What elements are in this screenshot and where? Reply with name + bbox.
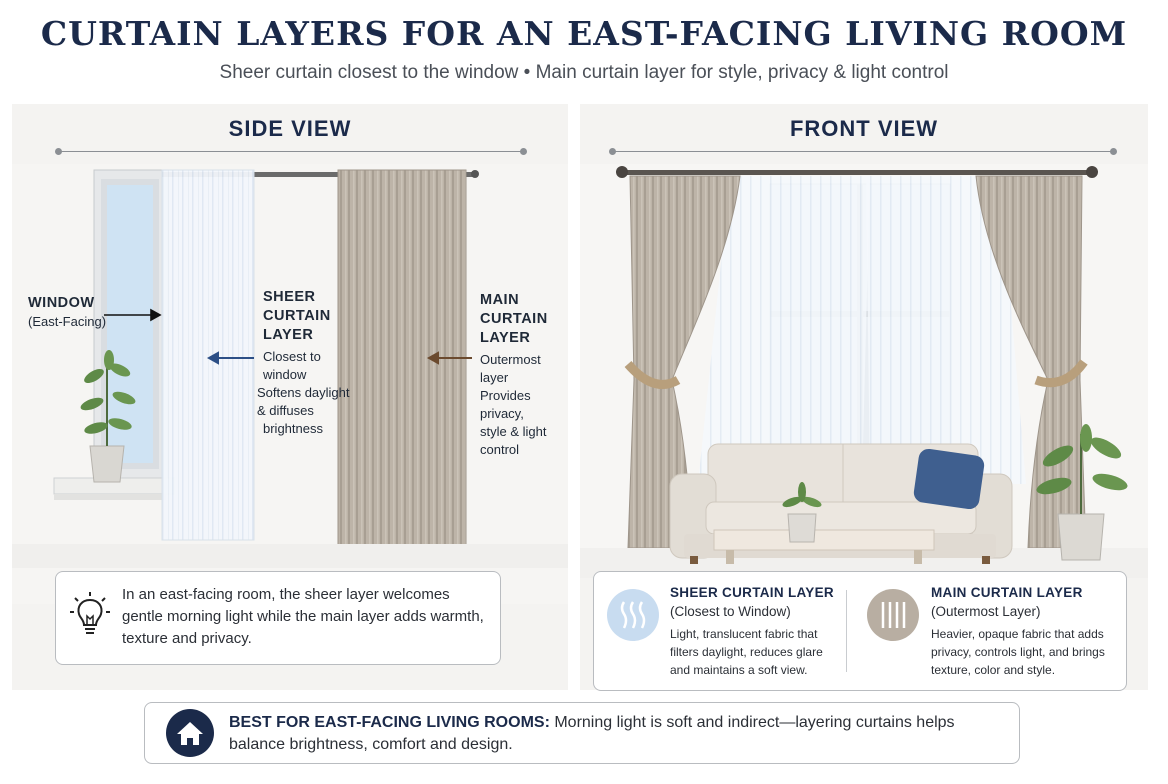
sheer-desc-line: brightness — [263, 421, 323, 436]
main-card-title: MAIN CURTAIN LAYER — [931, 585, 1083, 600]
sheer-card-desc-line: Light, translucent fabric that — [670, 627, 818, 641]
lightbulb-icon — [70, 592, 110, 634]
front-curtain-rod — [622, 170, 1090, 175]
wavy-lines-icon — [607, 589, 659, 641]
window-label-title: WINDOW — [28, 295, 95, 311]
vertical-lines-icon — [867, 589, 919, 641]
table-plant-icon — [782, 482, 822, 543]
sheer-card-title: SHEER CURTAIN LAYER — [670, 585, 834, 600]
sheer-card-sub: (Closest to Window) — [670, 604, 791, 619]
main-card-desc: Heavier, opaque fabric that adds privacy… — [931, 625, 1121, 679]
main-label-line: LAYER — [480, 330, 531, 346]
house-icon — [166, 709, 214, 757]
page-subtitle: Sheer curtain closest to the window • Ma… — [219, 62, 949, 83]
front-view-title: FRONT VIEW — [789, 116, 939, 141]
bottom-text-line1: Morning light is soft and indirect—layer… — [549, 714, 955, 731]
sheer-label: SHEER CURTAIN LAYER Closest to window So… — [257, 288, 353, 438]
pillow — [913, 448, 985, 510]
bottom-text-line2: balance brightness, comfort and design. — [229, 736, 513, 753]
coffee-table — [713, 529, 935, 551]
main-desc-line: Outermost — [480, 352, 541, 367]
floor-plant-icon — [1036, 424, 1128, 561]
sheer-card-desc-line: filters daylight, reduces glare — [670, 645, 823, 659]
main-card-sub: (Outermost Layer) — [931, 604, 1041, 619]
main-card-desc-line: texture, color and style. — [931, 663, 1056, 677]
front-view-rule — [609, 148, 1117, 155]
front-sheer-left — [698, 176, 870, 484]
sheer-card-desc-line: and maintains a soft view. — [670, 663, 808, 677]
side-view-illustration — [12, 164, 568, 604]
bottom-text: BEST FOR EAST-FACING LIVING ROOMS: Morni… — [229, 712, 999, 756]
card-divider — [846, 590, 847, 672]
window-arrow — [104, 308, 162, 322]
side-view-note-text: In an east-facing room, the sheer layer … — [122, 584, 492, 650]
main-label-line: MAIN — [480, 292, 520, 308]
sheer-card-desc: Light, translucent fabric that filters d… — [670, 625, 850, 679]
bottom-banner: BEST FOR EAST-FACING LIVING ROOMS: Morni… — [144, 702, 1020, 764]
main-desc-line: Provides privacy, — [480, 388, 531, 421]
main-card-desc-line: privacy, controls light, and brings — [931, 645, 1105, 659]
window-label: WINDOW (East-Facing) — [28, 294, 106, 331]
side-view-rule — [55, 148, 527, 155]
sheer-arrow — [206, 351, 254, 365]
sheer-desc-line: Softens daylight — [257, 385, 350, 400]
sheer-curtain — [161, 169, 255, 541]
window-label-sub: (East-Facing) — [28, 314, 107, 329]
sheer-label-line: SHEER — [263, 289, 316, 305]
front-view-panel: FRONT VIEW — [580, 104, 1148, 691]
layers-card: SHEER CURTAIN LAYER (Closest to Window) … — [593, 571, 1127, 691]
main-desc-line: control — [480, 442, 520, 457]
sheer-label-line: LAYER — [263, 327, 314, 343]
sheer-desc-line: Closest to — [263, 349, 321, 364]
side-view-title: SIDE VIEW — [228, 116, 352, 141]
main-label-line: CURTAIN — [480, 311, 548, 327]
main-desc-line: layer — [480, 370, 509, 385]
page-title: CURTAIN LAYERS FOR AN EAST-FACING LIVING… — [40, 14, 1128, 53]
note-line: In an east-facing room, the sheer layer … — [122, 586, 450, 603]
sheer-desc-line: & diffuses — [257, 403, 314, 418]
note-line: texture and privacy. — [122, 630, 252, 647]
note-line: gentle morning light while the main laye… — [122, 608, 484, 625]
plant-icon — [80, 350, 136, 483]
front-view-illustration — [580, 164, 1148, 578]
main-desc-line: style & light — [480, 424, 547, 439]
sheer-desc-line: window — [263, 367, 307, 382]
main-card-desc-line: Heavier, opaque fabric that adds — [931, 627, 1104, 641]
bottom-heading: BEST FOR EAST-FACING LIVING ROOMS: — [229, 714, 550, 731]
main-arrow — [426, 351, 472, 365]
main-label: MAIN CURTAIN LAYER Outermost layer Provi… — [480, 291, 570, 459]
front-sheer-right — [866, 176, 1026, 484]
side-view-panel: SIDE VIEW — [12, 104, 568, 690]
curtain-rod — [162, 172, 474, 177]
sheer-label-line: CURTAIN — [263, 308, 331, 324]
side-view-note: In an east-facing room, the sheer layer … — [55, 571, 501, 665]
